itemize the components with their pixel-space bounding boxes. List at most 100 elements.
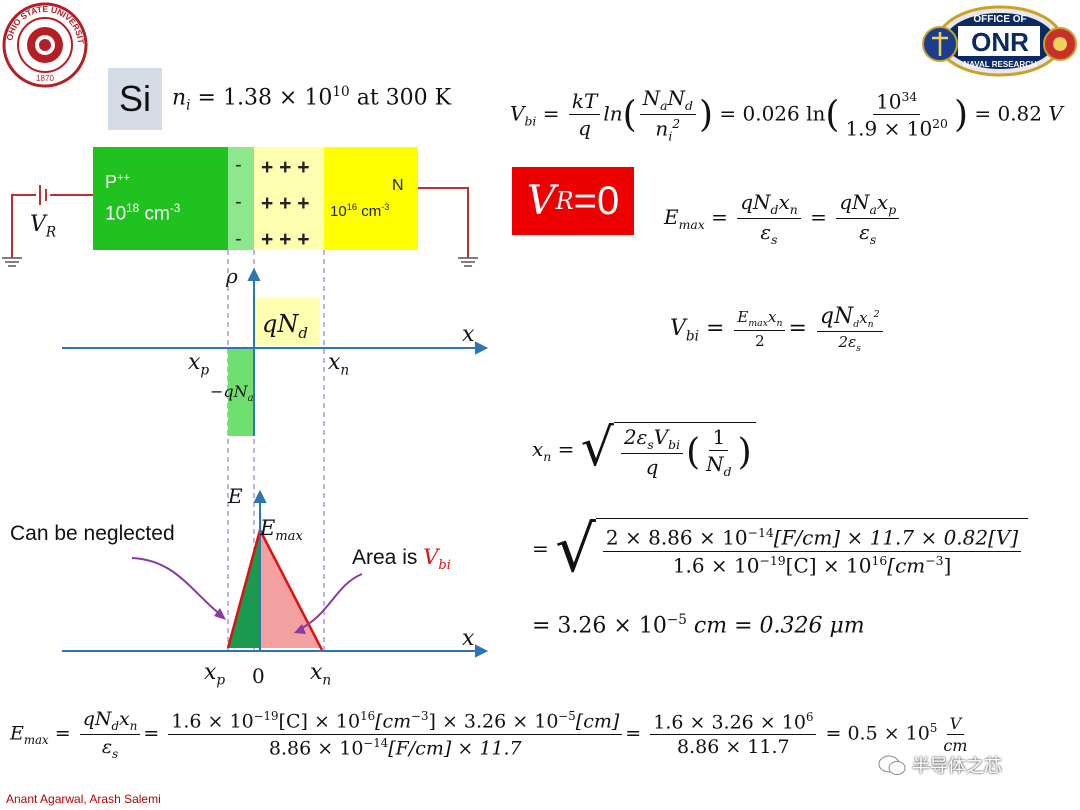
ec-f1-num-sub: d [111, 718, 120, 733]
ni2-sub: i [668, 128, 673, 144]
ec-f2-end: ] × 3.26 × 10 [428, 710, 559, 733]
onr-main-text: ONR [971, 27, 1029, 57]
material-badge: Si [108, 68, 162, 130]
xn-inner-v-sub: bi [668, 437, 681, 452]
ec-unit-num: V [946, 714, 965, 735]
minus-charge: - [235, 228, 242, 250]
ln: ln [603, 101, 623, 126]
vbi2-den1: 2 [755, 332, 765, 350]
ec-f2-exp4: −5 [558, 709, 576, 724]
area-note-symbol: V [423, 545, 439, 569]
xn-den-rest-exp: −3 [925, 553, 944, 568]
ec-f1-den-sub: s [112, 746, 119, 761]
xn-inner-num: 2ε [623, 425, 648, 449]
field-zero-label: 0 [252, 664, 265, 688]
vbi-num: 10 [876, 89, 902, 114]
neglect-note: Can be neglected [10, 522, 175, 545]
xn-inner-den: q [645, 455, 659, 479]
ni-exp: 10 [332, 84, 350, 100]
onr-logo-icon: OFFICE OF ONR NAVAL RESEARCH [922, 5, 1077, 77]
p-doping-exp: 18 [126, 202, 140, 215]
xn-den-a-exp: −19 [759, 553, 786, 568]
xn-one: 1 [709, 425, 729, 451]
p-letter: P [105, 172, 118, 192]
vbi-unit: V [1048, 101, 1063, 126]
ec-frac-2: 1.6 × 10−19[C] × 1016[cm−3] × 3.26 × 10−… [168, 709, 623, 760]
vbi2-num1-xsub: n [776, 318, 783, 329]
xn-lhs: x [532, 437, 544, 461]
na: N [642, 86, 661, 110]
ec-f2-a-exp: −19 [253, 709, 279, 724]
field-axis-label: E [228, 484, 243, 508]
watermark: 半导体之芯 [878, 752, 1002, 778]
rho-axis-label: ρ [226, 264, 238, 288]
vbi-lhs-sub: bi [524, 113, 537, 129]
n-doping-base: 10 [330, 203, 347, 220]
ni-equation: ni = 1.38 × 1010 at 300 K [172, 84, 451, 114]
xn-den-rest: [cm [887, 553, 926, 578]
nd: N [667, 86, 686, 110]
xn-num-a: 2 × 8.86 × 10 [605, 526, 748, 550]
emax-num2-xsub: p [888, 202, 897, 217]
ec-f2-den-rest: [F/cm] × 11.7 [388, 737, 522, 760]
xn-num-a-exp: −14 [747, 525, 774, 541]
xn-nd-sub: d [723, 464, 732, 479]
ec-f2-close: [cm] [575, 710, 620, 733]
vr-badge-sub: R [555, 187, 574, 215]
emax-den2: ε [859, 220, 870, 244]
vbi2-num2-xsub: n [867, 319, 874, 330]
positive-charge-block [254, 298, 320, 346]
vbi2-num1: E [737, 308, 749, 326]
p-doping: 1018 cm-3 [105, 202, 180, 225]
xn-den-a: 1.6 × 10 [672, 553, 760, 578]
ec-f2-mid2: [cm [375, 710, 412, 733]
vbi2-num1-sub: max [748, 318, 768, 329]
n-doping-unit: cm [361, 203, 382, 220]
ni-suffix: at 300 K [356, 85, 452, 111]
vr-sub: R [45, 224, 57, 241]
vr-symbol: V [30, 212, 46, 237]
ec-f2-a: 1.6 × 10 [171, 710, 254, 733]
xn-result-base: = 3.26 × 10 [532, 613, 667, 639]
vr-label: VR [30, 212, 56, 240]
xn-inner-num-sub: s [647, 437, 654, 452]
vbi-lhs: V [510, 101, 525, 126]
field-axes [62, 489, 489, 658]
emax-lhs-sub: max [678, 217, 705, 232]
area-note-sub: bi [438, 558, 451, 574]
field-xn-sub: n [322, 672, 332, 689]
vbi-result: = 0.82 [974, 101, 1043, 126]
emax-num1-sub: d [770, 202, 779, 217]
p-doping-unit: cm [144, 203, 170, 225]
qna-sub: a [247, 393, 254, 405]
plus-charges: + + + + + + + + + [261, 150, 309, 258]
p-label: P++ [105, 172, 130, 193]
annotation-arrows [131, 557, 363, 631]
emax-den1: ε [760, 220, 772, 244]
ni-symbol: n [172, 85, 187, 111]
ec-f2-den-exp: −14 [363, 735, 389, 750]
xn-numeric: = √ 2 × 8.86 × 10−14[F/cm] × 11.7 × 0.82… [532, 518, 1029, 582]
ec-f2-exp3: −3 [411, 709, 429, 724]
qnd-sub: d [298, 323, 308, 342]
ni-sub: i [186, 97, 191, 114]
ni2-sup: 2 [672, 116, 681, 131]
p-doping-base: 10 [105, 203, 127, 225]
xn-numeric-sqrt: √ 2 × 8.86 × 10−14[F/cm] × 11.7 × 0.82[V… [555, 518, 1029, 582]
vbi2-num1-x: x [767, 308, 777, 326]
xn-result-rest: cm = 0.326 μm [693, 613, 865, 639]
rho-xn-label: xn [328, 350, 349, 378]
nd-sub: d [685, 98, 693, 113]
vbi2-den2: 2ε [838, 333, 857, 351]
bias-circuit [11, 185, 469, 258]
